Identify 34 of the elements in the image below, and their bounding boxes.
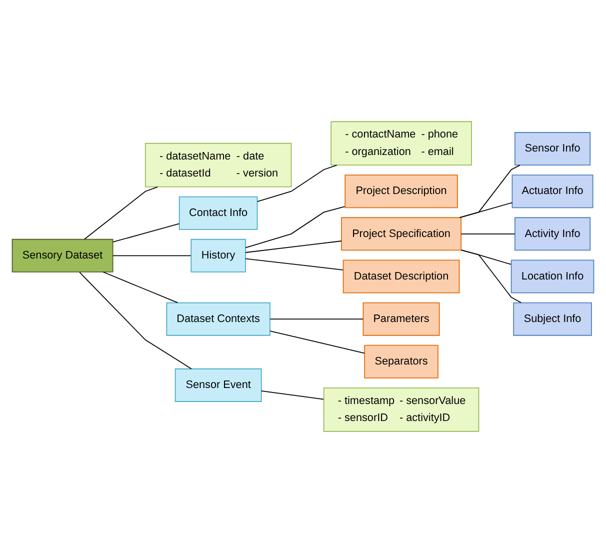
connector: [84, 186, 158, 240]
node-box: Activity Info: [514, 216, 591, 250]
connector: [460, 232, 516, 234]
connector: [245, 240, 342, 252]
node-box: - datasetName - date - datasetId - version: [144, 142, 292, 187]
node-box: Actuator Info: [512, 174, 594, 208]
connector: [256, 164, 338, 202]
node-box: Sensory Dataset: [12, 238, 114, 272]
node-box: Project Specification: [341, 216, 462, 250]
node-box: Location Info: [510, 259, 594, 293]
node-box: Contact Info: [178, 196, 258, 230]
connector: [112, 222, 180, 242]
connector: [459, 164, 520, 218]
connector: [460, 249, 522, 303]
connector: [245, 206, 346, 248]
node-box: Project Description: [344, 174, 458, 208]
node-box: Separators: [364, 344, 438, 378]
node-box: Dataset Contexts: [166, 302, 270, 336]
node-box: Dataset Description: [342, 259, 460, 293]
connector: [270, 330, 365, 354]
node-box: - contactName - phone - organization - email: [330, 120, 472, 166]
node-box: Subject Info: [513, 302, 592, 336]
connector: [459, 202, 513, 218]
node-box: History: [190, 238, 246, 272]
connector: [261, 390, 324, 400]
connector: [112, 254, 192, 256]
connector: [79, 271, 192, 369]
node-box: Sensor Info: [514, 132, 591, 166]
connector: [270, 318, 364, 320]
node-box: - timestamp - sensorValue - sensorID - activityID: [323, 386, 480, 432]
connector: [245, 258, 344, 270]
connector: [102, 271, 178, 303]
node-box: Parameters: [362, 302, 440, 336]
node-box: Sensor Event: [174, 368, 262, 402]
